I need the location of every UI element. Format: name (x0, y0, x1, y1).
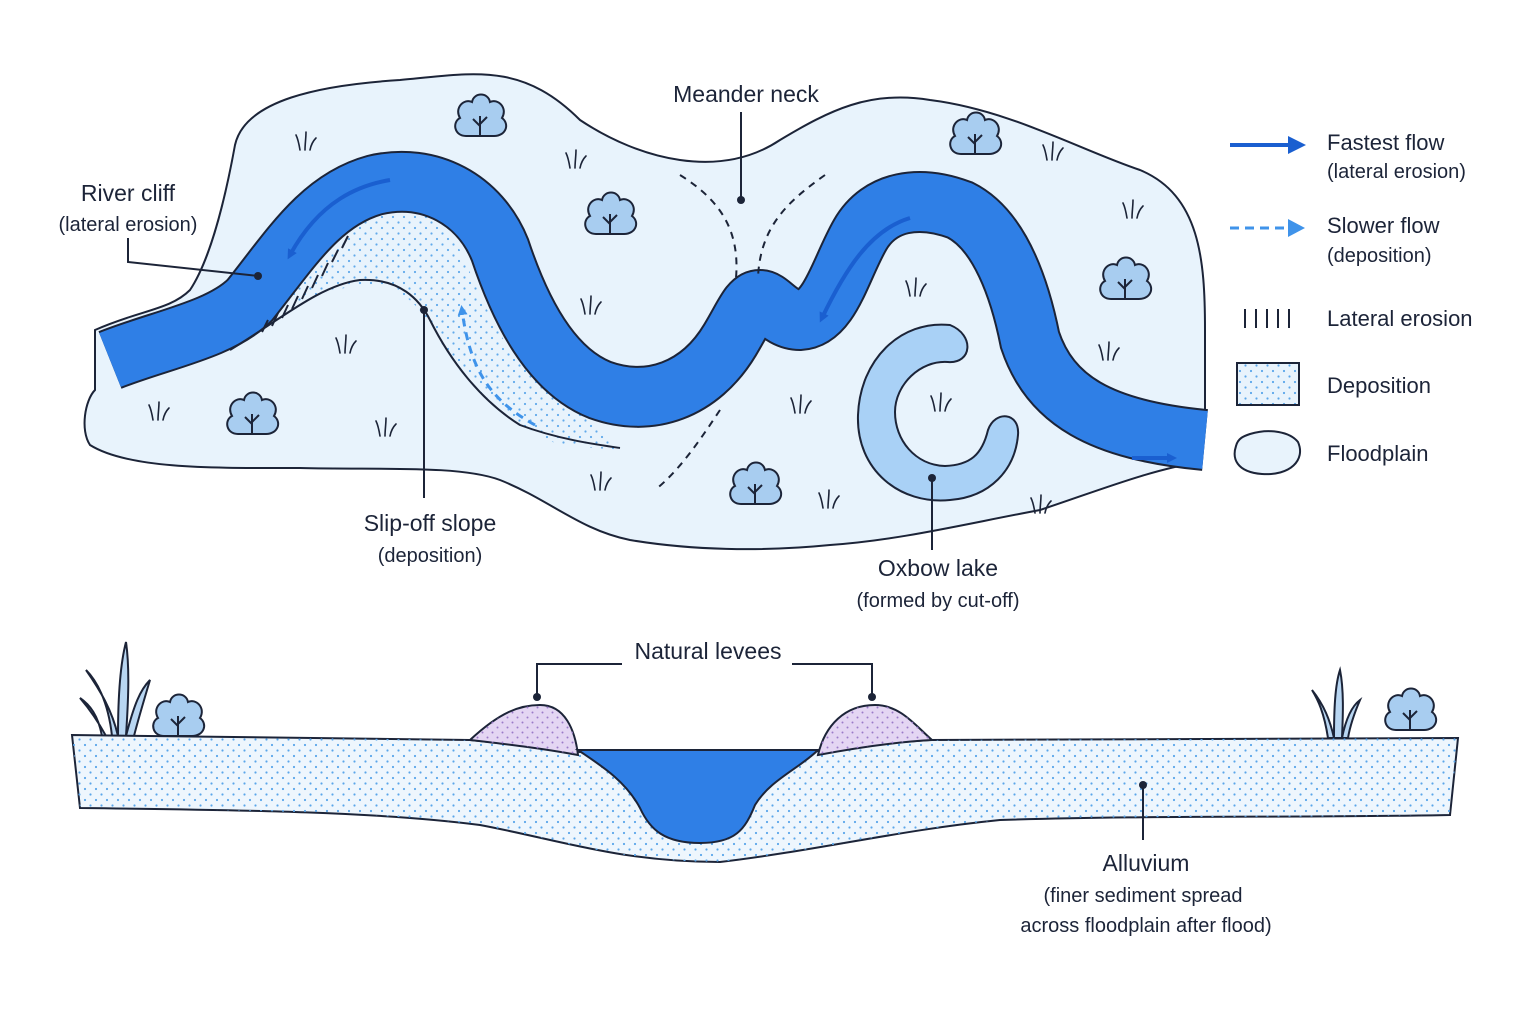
river-cliff-label: River cliff (81, 180, 176, 206)
legend-item-deposition: Deposition (1236, 362, 1431, 406)
svg-text:Deposition: Deposition (1327, 373, 1431, 398)
alluvium-sublabel-2: across floodplain after flood) (1020, 915, 1271, 937)
svg-text:Slower flow: Slower flow (1327, 213, 1440, 238)
svg-text:(lateral erosion): (lateral erosion) (1327, 161, 1466, 183)
lateral-erosion-hatch (261, 235, 349, 333)
alluvium-label: Alluvium (1103, 850, 1190, 876)
blob-icon (1233, 430, 1301, 476)
levee-bracket (536, 663, 873, 697)
svg-text:Fastest flow: Fastest flow (1327, 130, 1444, 155)
slip-off-label: Slip-off slope (364, 510, 497, 536)
reeds-icon (79, 641, 151, 737)
meander-neck-lines (654, 174, 826, 491)
svg-text:Lateral erosion: Lateral erosion (1327, 306, 1473, 331)
legend: Fastest flow (lateral erosion) Slower fl… (1230, 130, 1473, 476)
legend-item-fastest: Fastest flow (lateral erosion) (1230, 130, 1466, 183)
fastest-flow-arrow-left (287, 178, 391, 260)
oxbow-label: Oxbow lake (878, 555, 998, 581)
fastest-flow-arrow-right (819, 216, 911, 323)
oxbow-sublabel: (formed by cut-off) (856, 590, 1019, 612)
levees-label: Natural levees (634, 638, 781, 664)
meander-neck-label: Meander neck (673, 81, 819, 107)
legend-item-lateral: Lateral erosion (1244, 306, 1473, 331)
svg-text:Floodplain: Floodplain (1327, 441, 1429, 466)
svg-text:(deposition): (deposition) (1327, 245, 1432, 267)
oxbow-lake (856, 323, 1020, 502)
tree-icon (1384, 687, 1438, 731)
river-cross-section (574, 749, 821, 845)
slip-off-sublabel: (deposition) (378, 545, 483, 567)
legend-item-floodplain: Floodplain (1233, 430, 1429, 476)
legend-item-slower: Slower flow (deposition) (1230, 213, 1440, 267)
slower-flow-arrow (457, 305, 536, 427)
cross-section: Natural levees Alluvium (finer sediment … (70, 638, 1460, 937)
river-cliff-leader (127, 238, 259, 277)
hatch-icon (1244, 309, 1290, 328)
tree-icon (152, 693, 206, 737)
reeds-icon (1311, 666, 1363, 739)
alluvium-sublabel-1: (finer sediment spread (1044, 885, 1243, 907)
river-cliff-sublabel: (lateral erosion) (59, 214, 198, 236)
